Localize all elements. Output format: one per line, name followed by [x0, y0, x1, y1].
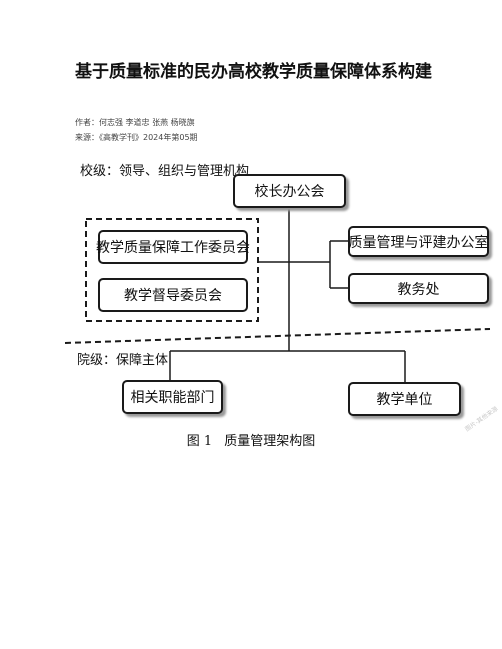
article-source: 来源：《高教学刊》2024年第05期	[75, 133, 198, 142]
school-level-label: 校级：领导、组织与管理机构	[80, 164, 250, 179]
figure-caption-number: 图 1	[186, 434, 213, 449]
level-separator-line	[64, 328, 491, 344]
president-office-node: 校长办公会	[233, 174, 346, 208]
academic-affairs-node: 教务处	[348, 273, 489, 304]
functional-depts-node: 相关职能部门	[122, 380, 223, 414]
supervision-committee-node: 教学督导委员会	[98, 278, 248, 312]
college-level-label: 院级：保障主体	[77, 353, 169, 368]
teaching-units-node: 教学单位	[348, 382, 461, 416]
committee-group-frame	[85, 218, 259, 322]
quality-eval-office-node: 质量管理与评建办公室	[348, 226, 489, 257]
figure-caption-text: 质量管理架构图	[224, 434, 316, 449]
article-authors: 作者：何志强 李道忠 张燕 杨晓旗	[75, 118, 195, 127]
quality-committee-node: 教学质量保障工作委员会	[96, 230, 250, 264]
figure-caption: 图 1 质量管理架构图	[0, 430, 502, 449]
article-title: 基于质量标准的民办高校教学质量保障体系构建	[75, 62, 432, 82]
